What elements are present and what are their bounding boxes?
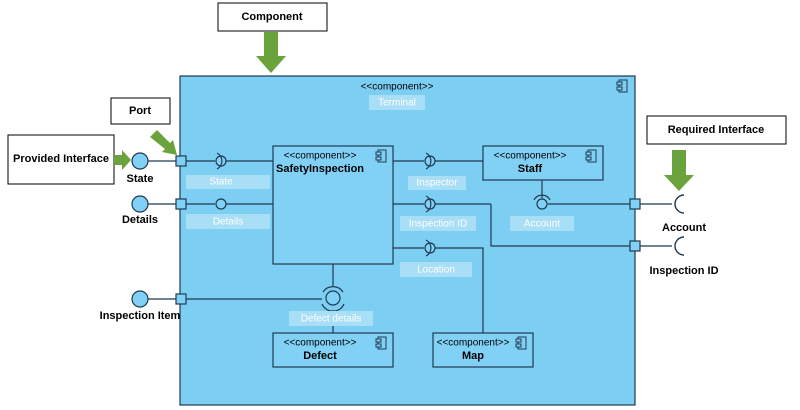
port-inspection-item[interactable] bbox=[175, 293, 187, 305]
tag-state: State bbox=[186, 175, 270, 189]
tag-account-label: Account bbox=[524, 219, 560, 230]
tag-location-label: Location bbox=[417, 265, 455, 276]
staff-name: Staff bbox=[518, 163, 543, 175]
arrow-port bbox=[150, 130, 177, 155]
arrow-provided-interface bbox=[114, 150, 131, 170]
required-interface-account-label: Account bbox=[662, 222, 706, 234]
safety-inspection-name: SafetyInspection bbox=[276, 163, 364, 175]
required-interface-inspection-id[interactable]: Inspection ID bbox=[649, 236, 719, 277]
callout-port-label: Port bbox=[129, 105, 151, 117]
tag-details-label: Details bbox=[213, 217, 244, 228]
port-state[interactable] bbox=[175, 155, 187, 167]
tag-inspector-label: Inspector bbox=[416, 178, 458, 189]
callout-component: Component bbox=[217, 2, 328, 32]
provided-interface-details[interactable]: Details bbox=[122, 195, 158, 226]
map-name: Map bbox=[462, 350, 484, 362]
joint-details[interactable] bbox=[215, 198, 227, 210]
defect-stereotype: <<component>> bbox=[284, 338, 357, 349]
tag-inspector: Inspector bbox=[408, 176, 466, 190]
tag-state-label: State bbox=[209, 177, 233, 188]
provided-interface-details-label: Details bbox=[122, 214, 158, 226]
tag-account: Account bbox=[510, 216, 574, 231]
arrow-required-interface bbox=[664, 150, 694, 191]
terminal-container[interactable]: <<component>> Terminal bbox=[179, 75, 636, 406]
component-defect[interactable]: <<component>> Defect bbox=[272, 332, 394, 368]
joint-account[interactable] bbox=[533, 194, 551, 210]
provided-interface-state[interactable]: State bbox=[127, 152, 154, 185]
tag-inspection-id-label: Inspection ID bbox=[409, 219, 467, 230]
terminal-name: Terminal bbox=[378, 98, 416, 109]
defect-name: Defect bbox=[303, 350, 337, 362]
provided-interface-inspection-item[interactable]: Inspection Item bbox=[100, 290, 181, 322]
port-account[interactable] bbox=[629, 198, 641, 210]
tag-details: Details bbox=[186, 214, 270, 229]
required-interface-account[interactable]: Account bbox=[662, 194, 706, 234]
tag-defect-details: Defect details bbox=[289, 311, 373, 326]
joint-state[interactable] bbox=[215, 152, 227, 170]
component-map[interactable]: <<component>> Map bbox=[432, 332, 534, 368]
safety-inspection-stereotype: <<component>> bbox=[284, 151, 357, 162]
tag-inspection-id: Inspection ID bbox=[400, 216, 476, 231]
provided-interface-state-label: State bbox=[127, 173, 154, 185]
callout-component-label: Component bbox=[241, 11, 302, 23]
joint-inspector[interactable] bbox=[424, 152, 436, 170]
terminal-name-tag bbox=[369, 95, 425, 110]
callout-required-interface-label: Required Interface bbox=[668, 124, 765, 136]
port-inspection-id[interactable] bbox=[629, 240, 641, 252]
staff-stereotype: <<component>> bbox=[494, 151, 567, 162]
joint-defect-details[interactable] bbox=[321, 286, 345, 312]
callout-required-interface: Required Interface bbox=[646, 115, 787, 145]
component-staff[interactable]: <<component>> Staff bbox=[482, 145, 604, 181]
callout-provided-interface-label: Provided Interface bbox=[13, 153, 109, 165]
joint-inspection-id[interactable] bbox=[424, 195, 436, 213]
tag-defect-details-label: Defect details bbox=[301, 314, 362, 325]
required-interface-inspection-id-label: Inspection ID bbox=[649, 265, 718, 277]
port-details[interactable] bbox=[175, 198, 187, 210]
map-stereotype: <<component>> bbox=[437, 338, 510, 349]
callout-provided-interface: Provided Interface bbox=[7, 134, 115, 185]
connectors bbox=[148, 160, 672, 333]
component-safety-inspection[interactable]: <<component>> SafetyInspection bbox=[272, 145, 394, 265]
provided-interface-inspection-item-label: Inspection Item bbox=[100, 310, 181, 322]
tag-location: Location bbox=[400, 262, 472, 277]
arrow-component bbox=[256, 32, 286, 73]
terminal-stereotype: <<component>> bbox=[361, 82, 434, 93]
joint-location[interactable] bbox=[424, 239, 436, 257]
callout-port: Port bbox=[110, 97, 171, 125]
